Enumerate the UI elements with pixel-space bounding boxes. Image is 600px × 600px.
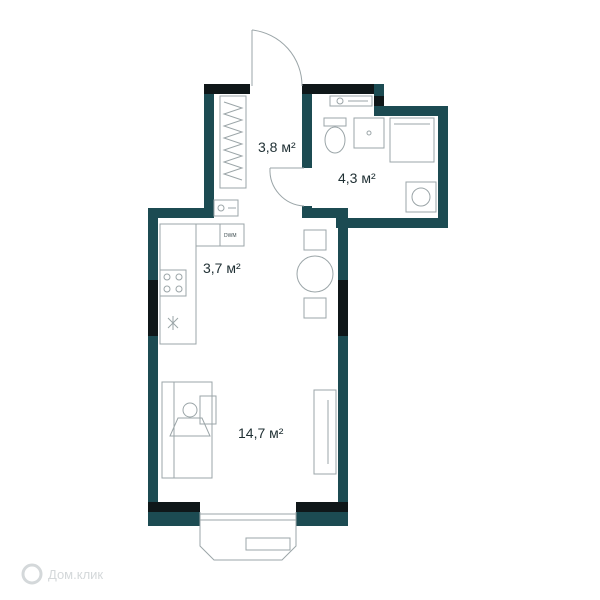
- balcony: [199, 512, 297, 561]
- kitchen-area-label: 3,7 м²: [203, 260, 241, 276]
- column-bath-b: [374, 96, 384, 106]
- boiler-body: [213, 199, 239, 217]
- sink-icon: [353, 117, 385, 149]
- dining-set: [296, 229, 334, 319]
- burner-2: [175, 273, 183, 281]
- living-area-label: 14,7 м²: [238, 425, 284, 441]
- laundry-panel: [329, 95, 373, 107]
- sink-drain: [366, 130, 372, 136]
- boiler: [213, 199, 239, 217]
- wall-main-right: [338, 218, 348, 526]
- bathroom-door-arc: [269, 167, 305, 207]
- walls: [148, 84, 448, 526]
- tv-unit: [313, 389, 337, 475]
- boiler-dial-icon: [217, 204, 225, 212]
- entrance-door[interactable]: [251, 29, 303, 87]
- wardrobe-hangers: [222, 101, 244, 181]
- wall-bath-bottom: [336, 218, 448, 228]
- bathroom-area-label: 4,3 м²: [338, 170, 376, 186]
- burner-4: [175, 285, 183, 293]
- wardrobe: [219, 95, 247, 189]
- partitions: [302, 116, 338, 218]
- watermark: Дом.клик: [21, 563, 103, 585]
- washing-machine-icon: [405, 181, 437, 213]
- armchair-icon: [199, 395, 217, 425]
- balcony-window: [245, 537, 291, 551]
- toilet-icon: [324, 126, 346, 154]
- person-body-icon: [169, 417, 211, 437]
- burner-1: [163, 273, 171, 281]
- domclick-logo-icon: [21, 563, 43, 585]
- wall-bath-top-b: [374, 106, 448, 116]
- wall-main-top-left: [148, 208, 214, 218]
- partition-bath-bottom: [302, 212, 338, 218]
- column-bath: [302, 84, 374, 94]
- kitchen-counter: [159, 223, 197, 345]
- column-bottom-left: [148, 502, 200, 512]
- sofa: [161, 381, 217, 479]
- dishwasher-icon: [219, 223, 245, 247]
- column-hall: [204, 84, 250, 94]
- bathroom-door[interactable]: [269, 167, 305, 207]
- chair-top: [303, 229, 327, 251]
- wall-bath-left: [302, 84, 312, 116]
- burner-3: [163, 285, 171, 293]
- structural-accents: [148, 84, 384, 512]
- column-bottom-right: [296, 502, 348, 512]
- wardrobe-body: [219, 95, 247, 189]
- laundry-dial-icon: [336, 97, 344, 105]
- column-main-right: [338, 280, 348, 336]
- sofa-back: [161, 381, 175, 479]
- fan-icon: [167, 316, 179, 330]
- person-head-icon: [182, 402, 198, 418]
- wall-bath-right: [438, 106, 448, 228]
- dishwasher-label: DWM: [224, 233, 237, 239]
- shower-icon: [389, 117, 435, 163]
- balcony-outline: [199, 512, 297, 561]
- kitchen-unit: [159, 223, 245, 345]
- watermark-text: Дом.клик: [48, 567, 103, 582]
- bathroom-fixtures: [323, 95, 437, 213]
- wall-main-left: [148, 208, 158, 526]
- dining-table-icon: [296, 255, 334, 293]
- stove-icon: [159, 269, 187, 297]
- chair-bottom: [303, 297, 327, 319]
- partition-hall-bath: [302, 116, 312, 168]
- hall-area-label: 3,8 м²: [258, 139, 296, 155]
- wall-bath-step: [374, 84, 384, 106]
- entrance-door-arc: [251, 29, 303, 87]
- toilet-tank: [323, 117, 347, 127]
- column-main-left: [148, 280, 158, 336]
- tv-cabinet: [313, 389, 337, 475]
- kitchen-sink-icon: [195, 223, 221, 247]
- wall-hall-left: [204, 84, 214, 210]
- washing-machine-drum: [411, 187, 431, 207]
